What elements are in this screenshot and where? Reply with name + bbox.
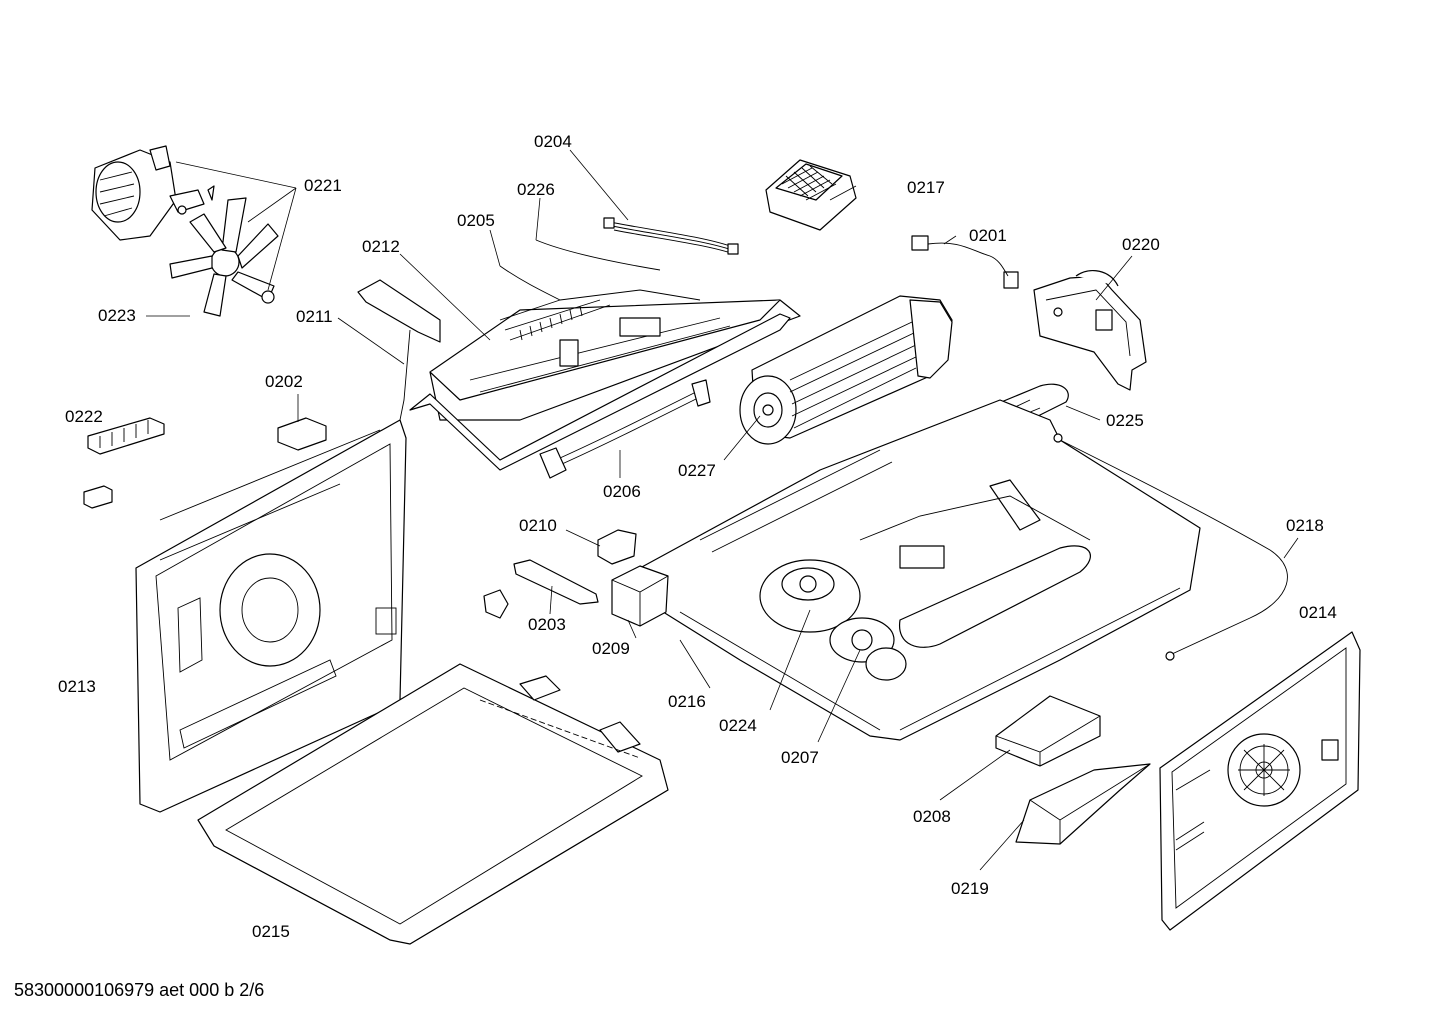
label-0204: 0204 [534, 132, 572, 151]
label-0226: 0226 [517, 180, 555, 199]
wire-harness-lower [539, 379, 711, 479]
label-0223: 0223 [98, 306, 136, 325]
tangential-fan [739, 295, 953, 445]
mounting-bracket [357, 279, 441, 421]
module-box [995, 695, 1101, 767]
base-plate [639, 399, 1201, 741]
label-0218: 0218 [1286, 516, 1324, 535]
rear-bracket [1033, 269, 1147, 391]
connectors [83, 417, 327, 509]
label-0209: 0209 [592, 639, 630, 658]
label-0217: 0217 [907, 178, 945, 197]
wire-harness-top [499, 217, 739, 301]
label-0215: 0215 [252, 922, 290, 941]
label-0219: 0219 [951, 879, 989, 898]
grille-cover [765, 159, 857, 231]
temperature-sensor [1053, 433, 1288, 661]
fan-blade [169, 197, 279, 317]
label-0212: 0212 [362, 237, 400, 256]
relay-parts [483, 529, 669, 627]
label-0221: 0221 [304, 176, 342, 195]
part-labels: 0204 0221 0226 0205 0212 0217 0201 0220 … [58, 132, 1337, 941]
label-0201: 0201 [969, 226, 1007, 245]
label-0214: 0214 [1299, 603, 1337, 622]
side-panel [135, 419, 407, 813]
label-0211: 0211 [296, 307, 333, 326]
label-0207: 0207 [781, 748, 819, 767]
control-module [409, 289, 801, 471]
rear-panel [1159, 631, 1361, 931]
label-0225: 0225 [1106, 411, 1144, 430]
label-0213: 0213 [58, 677, 96, 696]
air-guide [1015, 763, 1151, 845]
bottom-tray [197, 663, 669, 945]
label-0203: 0203 [528, 615, 566, 634]
label-0210: 0210 [519, 516, 557, 535]
document-id: 58300000106979 aet 000 b 2/6 [14, 980, 265, 1000]
label-0206: 0206 [603, 482, 641, 501]
leader-lines [146, 149, 1299, 871]
label-0220: 0220 [1122, 235, 1160, 254]
label-0224: 0224 [719, 716, 757, 735]
fan-motor-assembly [91, 145, 215, 241]
label-0208: 0208 [913, 807, 951, 826]
sensor-cable [911, 235, 1019, 289]
label-0202: 0202 [265, 372, 303, 391]
label-0205: 0205 [457, 211, 495, 230]
label-0222: 0222 [65, 407, 103, 426]
label-0216: 0216 [668, 692, 706, 711]
label-0227: 0227 [678, 461, 716, 480]
